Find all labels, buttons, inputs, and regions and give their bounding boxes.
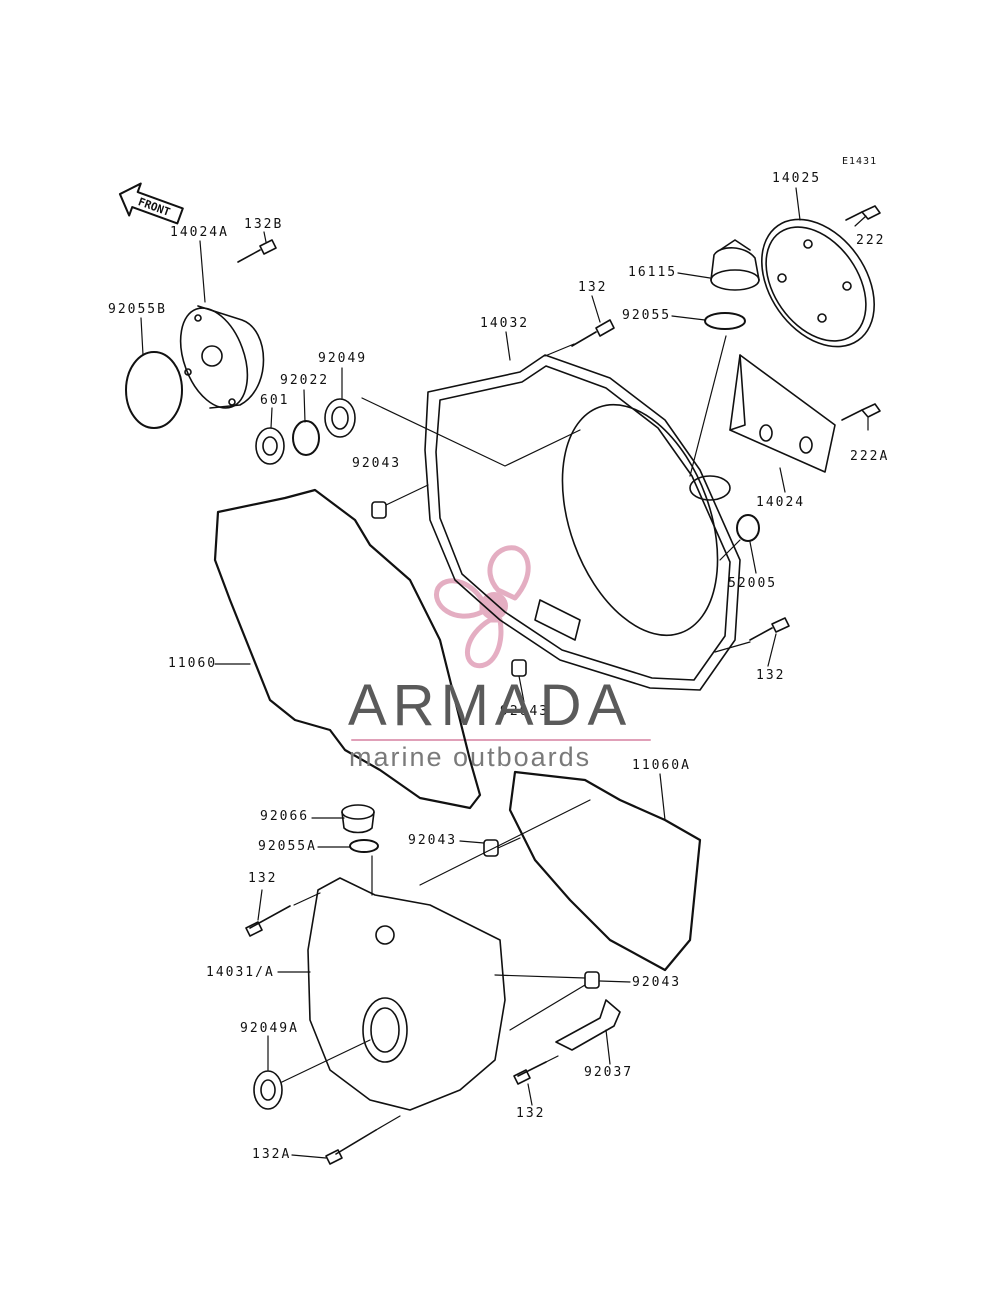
label-92055B: 92055B [108,302,167,317]
part-92037-bracket [555,999,621,1051]
part-132-bolt-top [571,319,615,347]
leader-lines [140,187,869,1159]
part-92055A-oring [349,839,379,853]
watermark-propeller-icon [434,545,531,669]
watermark-tagline: marine outboards [349,742,592,772]
label-14024: 14024 [756,495,806,510]
part-132B-bolt [237,239,277,263]
part-222A-screw [841,403,881,421]
part-14025-cover [761,218,875,348]
label-92049A: 92049A [240,1021,299,1036]
part-132-bolt-right [749,617,790,641]
label-11060: 11060 [168,656,218,671]
label-222A: 222A [850,449,890,464]
part-92066-plug [341,804,375,834]
part-92043-dowel-a [371,501,387,519]
label-92037: 92037 [584,1065,634,1080]
label-92043-a: 92043 [352,456,402,471]
part-14024-plate [729,354,836,473]
label-132-top: 132 [578,280,608,295]
part-11060A-gasket [508,770,702,972]
part-132A-bolt [325,1129,377,1165]
label-92049: 92049 [318,351,368,366]
part-14031A-cover [307,877,506,1111]
part-92049A-seal [253,1070,283,1110]
label-92055: 92055 [622,308,672,323]
part-92043-dowel-c [483,839,499,857]
part-92049-seal [324,398,356,438]
part-16115-cap [710,239,760,291]
part-132-bolt-bottom [513,1061,547,1085]
part-14032-clutch-cover [424,354,741,691]
label-92022: 92022 [280,373,330,388]
label-14025: 14025 [772,171,822,186]
label-132-bottom: 132 [516,1106,546,1121]
part-92022-washer [292,420,320,456]
label-132A: 132A [252,1147,292,1162]
assembly-lines [281,335,751,1131]
label-132-left: 132 [248,871,278,886]
label-601: 601 [260,393,290,408]
label-92043-d: 92043 [632,975,682,990]
label-132B: 132B [244,217,284,232]
watermark-brand: ARMADA [348,673,633,738]
part-92055B-oring [125,351,183,429]
label-92066: 92066 [260,809,310,824]
label-14032: 14032 [480,316,530,331]
label-52005: 52005 [728,576,778,591]
part-92055-oring [704,312,746,330]
label-14024A: 14024A [170,225,229,240]
part-92043-dowel-d [584,971,600,989]
label-11060A: 11060A [632,758,691,773]
diagram-code: E1431 [842,156,878,167]
label-222: 222 [856,233,886,248]
label-92055A: 92055A [258,839,317,854]
part-132-bolt-left [245,905,291,937]
label-92043-b: 92043 [500,704,550,719]
part-52005-seal [736,514,760,542]
front-arrow-icon: FRONT [118,182,184,225]
part-11060-gasket [213,488,482,810]
part-601-bearing [255,427,285,465]
label-14031A: 14031/A [206,965,275,980]
label-16115: 16115 [628,265,678,280]
part-222-screw [845,205,881,221]
label-132-right: 132 [756,668,786,683]
label-92043-c: 92043 [408,833,458,848]
part-14024A-housing [179,305,265,409]
